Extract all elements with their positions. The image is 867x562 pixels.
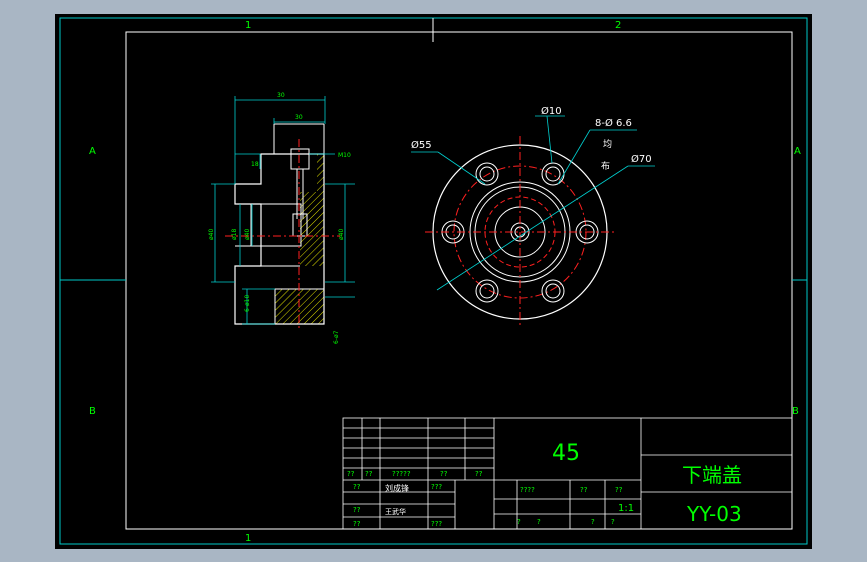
section-view: 30 30 M10 18 ø40 ø18 ø40 ø40 6-ø10 6-ø7 — [208, 92, 355, 344]
dim-18: 18 — [251, 161, 259, 168]
tb-q-14: ? — [517, 518, 521, 526]
tb-q-16: ? — [591, 518, 595, 526]
tb-q-15: ? — [537, 518, 541, 526]
zone-label-right-a: A — [794, 146, 801, 157]
dim-d3: ø40 — [244, 229, 251, 240]
tb-q-13: ?? — [615, 486, 623, 494]
material-value: 45 — [552, 441, 580, 466]
dim-m10: M10 — [338, 152, 351, 159]
cad-drawing: 1 2 1 A B A B — [59, 17, 808, 545]
zone-label-left-b: B — [89, 406, 96, 417]
dim-d70: Ø70 — [631, 153, 652, 165]
dim-6-d10: 6-ø10 — [244, 295, 251, 312]
dim-d10: Ø10 — [541, 105, 562, 117]
tb-q-1: ?? — [347, 470, 355, 478]
plan-view: Ø10 8-Ø 6.6 均 布 Ø55 Ø70 — [411, 105, 655, 328]
zone-label-top-2: 2 — [615, 20, 621, 31]
dim-d1: ø40 — [208, 229, 215, 240]
tb-q-7: ??? — [431, 483, 442, 491]
title-block-labels: ?? ?? ????? ?? ?? ?? ??? ?? ?? ??? ???? … — [347, 470, 623, 528]
scale-value: 1:1 — [618, 503, 634, 514]
dim-6-d7: 6-ø7 — [333, 330, 340, 344]
dim-top1: 30 — [277, 92, 285, 99]
tb-q-2: ?? — [365, 470, 373, 478]
tb-q-11: ???? — [520, 486, 535, 494]
drawing-number: YY-03 — [686, 502, 742, 526]
tb-q-9: ?? — [353, 520, 361, 528]
dim-d2: ø18 — [231, 229, 238, 240]
note-jun: 均 — [603, 138, 612, 150]
tb-q-5: ?? — [475, 470, 483, 478]
dim-top2: 30 — [295, 114, 303, 121]
zone-label-top-1: 1 — [245, 20, 251, 31]
part-name: 下端盖 — [682, 463, 742, 487]
zone-label-right-b: B — [792, 406, 799, 417]
tb-q-10: ??? — [431, 520, 442, 528]
note-bu: 布 — [601, 160, 610, 172]
tb-q-3: ????? — [392, 470, 411, 478]
tb-q-12: ?? — [580, 486, 588, 494]
zone-label-bottom-1: 1 — [245, 533, 251, 544]
dim-d55: Ø55 — [411, 139, 432, 151]
checker-name: 王武华 — [385, 507, 406, 516]
tb-q-17: ? — [611, 518, 615, 526]
tb-q-4: ?? — [440, 470, 448, 478]
tb-q-6: ?? — [353, 483, 361, 491]
title-block — [342, 417, 793, 530]
tb-q-8: ?? — [353, 506, 361, 514]
dim-d4: ø40 — [338, 229, 345, 240]
drawing-sheet: 1 2 1 A B A B — [55, 14, 812, 549]
inner-border — [125, 31, 793, 530]
zone-label-left-a: A — [89, 146, 96, 157]
designer-name: 刘成锋 — [385, 483, 409, 493]
dim-8-d66: 8-Ø 6.6 — [595, 117, 632, 129]
